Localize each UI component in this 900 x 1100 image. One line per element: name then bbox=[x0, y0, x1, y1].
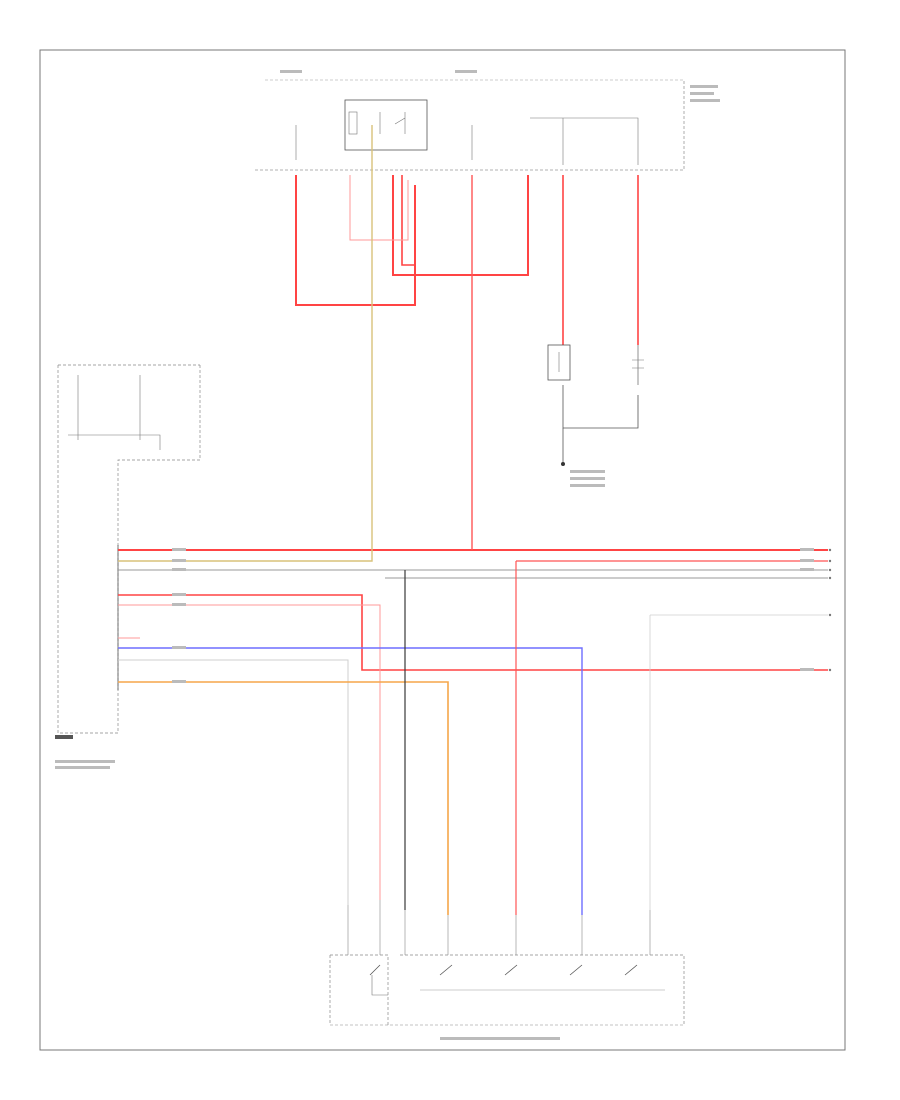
left-lamp-icon bbox=[547, 344, 571, 381]
top-junction-block bbox=[255, 79, 685, 171]
switch-icon bbox=[369, 964, 381, 976]
right-terminals bbox=[828, 548, 832, 672]
ground-icon bbox=[561, 462, 565, 466]
bottom-switch-assembly bbox=[329, 900, 685, 1026]
annotation-marks bbox=[55, 70, 814, 1040]
switch-icon bbox=[569, 964, 583, 976]
lamp-components bbox=[547, 344, 644, 466]
switch-icon bbox=[624, 964, 638, 976]
relay-box bbox=[344, 99, 428, 151]
switch-icon bbox=[504, 964, 518, 976]
horizontal-harness bbox=[118, 125, 828, 915]
top-red-harness bbox=[295, 175, 639, 345]
left-control-module bbox=[55, 364, 201, 739]
switch-icon bbox=[439, 964, 453, 976]
diagram-frame bbox=[39, 49, 846, 1051]
